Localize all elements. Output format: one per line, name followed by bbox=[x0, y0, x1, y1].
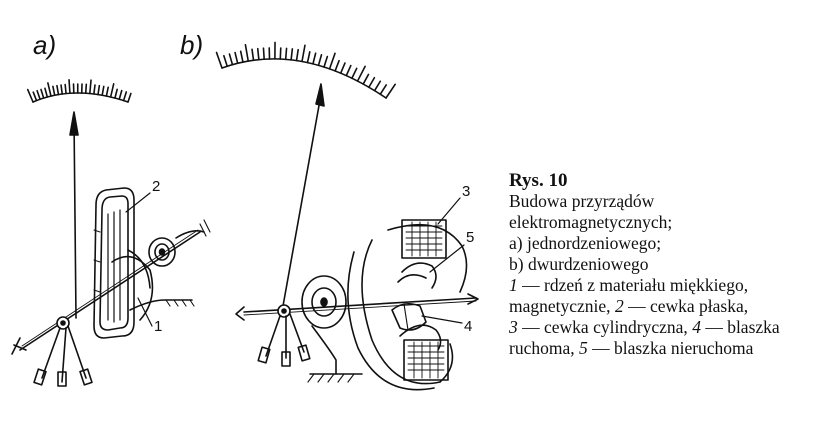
scale-tick-b bbox=[258, 49, 259, 60]
scale-tick-b bbox=[386, 84, 395, 98]
scale-tick-b bbox=[363, 74, 368, 84]
scale-tick-a bbox=[106, 87, 108, 96]
part-number-2: 2 bbox=[152, 178, 160, 195]
scale-tick-b bbox=[375, 81, 381, 90]
part-number-5: 5 bbox=[466, 229, 474, 246]
scale-tick-a bbox=[57, 86, 58, 95]
scale-tick-b bbox=[252, 49, 253, 60]
scale-tick-a bbox=[37, 91, 40, 99]
legend-num-4: 4 bbox=[692, 317, 701, 337]
scale-tick-b bbox=[224, 56, 227, 66]
scale-tick-a bbox=[61, 85, 62, 94]
scale-tick-b bbox=[369, 78, 375, 88]
scale-tick-b bbox=[286, 48, 287, 59]
leader-lines bbox=[126, 193, 464, 326]
caption-item-a: a) jednordzeniowego; bbox=[509, 233, 829, 254]
scale-tick-b bbox=[352, 68, 357, 78]
legend-num-2: 2 bbox=[615, 296, 624, 316]
winding-top bbox=[402, 220, 446, 258]
scale-tick-a bbox=[69, 80, 70, 93]
scale-tick-b bbox=[241, 51, 243, 62]
caption-legend-line1: 1 — rdzeń z materiału miękkiego, bbox=[509, 275, 829, 296]
figure-caption: Rys. 10 Budowa przyrządów elektromagnety… bbox=[509, 170, 829, 359]
shaft-b bbox=[236, 294, 478, 320]
legend-text-3: — cewka cylindryczna, bbox=[518, 317, 692, 337]
scale-tick-a bbox=[119, 91, 121, 100]
scale-tick-b bbox=[291, 49, 292, 60]
pointer-a bbox=[70, 112, 78, 318]
scale-tick-b bbox=[358, 66, 366, 81]
scale-tick-a bbox=[65, 85, 66, 94]
scale-tick-b bbox=[245, 45, 248, 61]
legend-text-2: — cewka płaska, bbox=[624, 296, 748, 316]
caption-legend-line3: 3 — cewka cylindryczna, 4 — blaszka bbox=[509, 317, 829, 338]
scale-tick-a bbox=[41, 89, 44, 98]
scale-tick-b bbox=[235, 53, 238, 64]
caption-title-line2: elektromagnetycznych; bbox=[509, 212, 829, 233]
scale-tick-b bbox=[217, 52, 222, 68]
part-number-4: 4 bbox=[464, 318, 472, 335]
shaft-a bbox=[12, 230, 200, 354]
panel-label-a: a) bbox=[33, 30, 56, 61]
legend-text-1: — rdzeń z materiału miękkiego, bbox=[518, 275, 748, 295]
scale-tick-b bbox=[263, 48, 264, 59]
scale-tick-b bbox=[341, 63, 345, 73]
legend-text-magnetic: magnetycznie, bbox=[509, 296, 615, 316]
caption-title-line1: Budowa przyrządów bbox=[509, 191, 829, 212]
scale-tick-a bbox=[111, 84, 114, 97]
scale-tick-a bbox=[124, 92, 127, 101]
panel-label-b: b) bbox=[180, 30, 203, 61]
fixed-vane bbox=[398, 263, 436, 288]
caption-legend-line2: magnetycznie, 2 — cewka płaska, bbox=[509, 296, 829, 317]
scale-tick-b bbox=[313, 53, 316, 64]
scale-tick-a bbox=[33, 92, 36, 100]
scale-tick-a bbox=[53, 86, 55, 95]
caption-legend-line4: ruchoma, 5 — blaszka nieruchoma bbox=[509, 338, 829, 359]
scale-a bbox=[28, 80, 131, 102]
spring-b bbox=[302, 276, 346, 328]
scale-b bbox=[217, 42, 396, 98]
scale-tick-a bbox=[28, 90, 33, 102]
legend-num-3: 3 bbox=[509, 317, 518, 337]
legend-text-5: — blaszka nieruchoma bbox=[588, 338, 754, 358]
scale-tick-a bbox=[48, 83, 51, 96]
scale-tick-a bbox=[98, 86, 99, 95]
legend-text-ruchoma: ruchoma, bbox=[509, 338, 579, 358]
spring-a bbox=[149, 238, 175, 266]
part-number-3: 3 bbox=[462, 183, 470, 200]
part-number-1: 1 bbox=[154, 318, 162, 335]
winding-bottom bbox=[404, 340, 448, 380]
legend-num-1: 1 bbox=[509, 275, 518, 295]
scale-tick-a bbox=[90, 80, 91, 93]
legend-text-4: — blaszka bbox=[701, 317, 780, 337]
scale-tick-b bbox=[297, 50, 299, 61]
scale-tick-b bbox=[380, 85, 386, 94]
figure-number: Rys. 10 bbox=[509, 170, 829, 191]
pointer-b bbox=[283, 84, 324, 306]
scale-tick-b bbox=[318, 55, 321, 66]
caption-item-b: b) dwurdzeniowego bbox=[509, 254, 829, 275]
scale-tick-a bbox=[94, 85, 95, 94]
scale-tick-b bbox=[302, 45, 305, 61]
counterweights-b bbox=[258, 314, 310, 366]
scale-tick-a bbox=[86, 84, 87, 93]
scale-tick-a bbox=[115, 89, 117, 98]
moving-vane bbox=[392, 304, 426, 330]
scale-tick-b bbox=[335, 61, 339, 71]
scale-tick-b bbox=[346, 66, 351, 76]
scale-tick-a bbox=[128, 93, 131, 102]
scale-tick-a bbox=[102, 86, 104, 95]
scale-tick-b bbox=[324, 57, 327, 67]
legend-num-5: 5 bbox=[579, 338, 588, 358]
scale-tick-a bbox=[45, 88, 47, 97]
scale-tick-b bbox=[330, 53, 335, 69]
scale-tick-b bbox=[307, 52, 309, 63]
scale-tick-b bbox=[229, 54, 232, 65]
